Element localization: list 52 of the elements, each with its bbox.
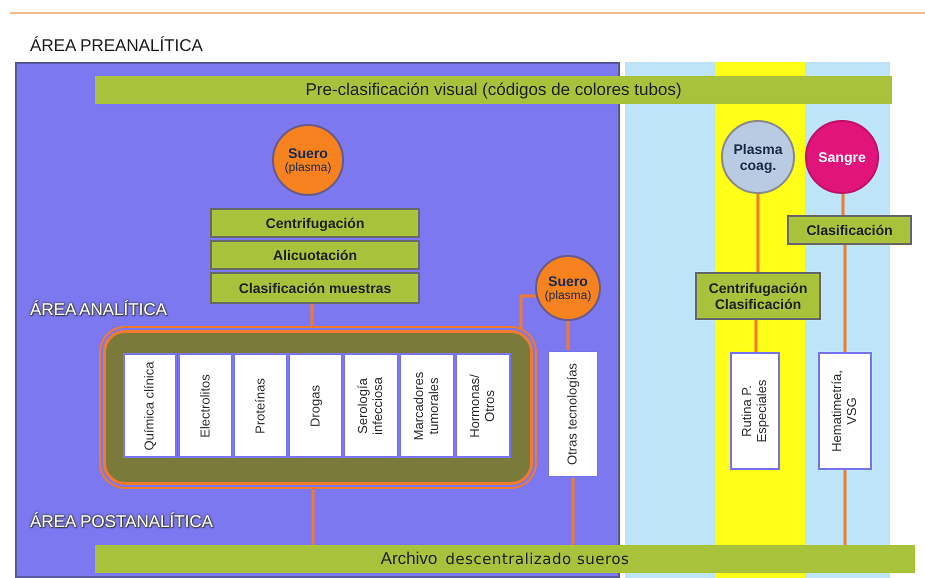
- process-box: [210, 208, 420, 238]
- analysis-box: [343, 353, 399, 458]
- cell-text: Proteínas: [253, 376, 268, 436]
- node-text: (plasma): [544, 289, 592, 303]
- area-label: ÁREA PREANALÍTICA: [30, 36, 203, 56]
- analysis-box: [730, 352, 780, 470]
- connector-line: [756, 194, 760, 272]
- connector-line: [754, 320, 758, 352]
- node-text: Suero: [288, 145, 328, 162]
- cell-text: Drogas: [308, 384, 323, 428]
- analysis-box: [288, 353, 343, 458]
- analysis-box: [233, 353, 288, 458]
- process-box: [210, 272, 420, 304]
- area-label: ÁREA POSTANALÍTICA: [30, 512, 213, 532]
- process-box: [210, 240, 420, 270]
- cell-text: Otras tecnologías: [566, 362, 580, 467]
- process-box: [787, 215, 912, 245]
- analysis-box: [399, 353, 455, 458]
- connector-line: [566, 321, 570, 350]
- process-bar: [95, 76, 892, 104]
- node-text: Alicuotación: [272, 247, 357, 263]
- connector-line: [572, 478, 574, 545]
- node-text: descentralizado sueros: [445, 550, 630, 568]
- analysis-box: [123, 353, 177, 458]
- analysis-box: [547, 350, 599, 478]
- process-box: [695, 272, 821, 320]
- node-text: Suero: [548, 273, 588, 290]
- cell-text: Hematimetría, VSG: [830, 369, 860, 454]
- analysis-box: [178, 353, 233, 458]
- cell-text: Marcadores tumorales: [412, 370, 442, 442]
- node-text: Clasificación muestras: [238, 280, 392, 296]
- node-text: Centrifugación: [266, 215, 364, 231]
- connector-line: [842, 194, 844, 215]
- cell-text: Serología infecciosa: [356, 376, 386, 436]
- process-bar: [95, 545, 915, 573]
- cell-text: Hormonas/ Otros: [468, 372, 498, 440]
- connector-line: [844, 245, 846, 352]
- node-text: Pre-clasificación visual (códigos de colores tubos): [305, 80, 682, 100]
- cell-text: Química clínica: [142, 360, 158, 452]
- connector-line: [520, 294, 536, 330]
- analysis-box: [455, 353, 511, 458]
- area-label: ÁREA ANALÍTICA: [30, 300, 167, 320]
- node-text: (plasma): [284, 161, 332, 175]
- cell-text: Electrolitos: [198, 372, 213, 440]
- node-text: Centrifugación Clasificación: [708, 280, 808, 312]
- cell-text: Rutina P. Especiales: [740, 378, 770, 444]
- node-text: Sangre: [818, 148, 866, 166]
- connector-line: [844, 470, 846, 545]
- analysis-box: [818, 352, 872, 470]
- node-text: Archivo: [380, 549, 438, 569]
- node-text: Plasma coag.: [732, 140, 784, 174]
- node-text: Clasificación: [806, 222, 893, 238]
